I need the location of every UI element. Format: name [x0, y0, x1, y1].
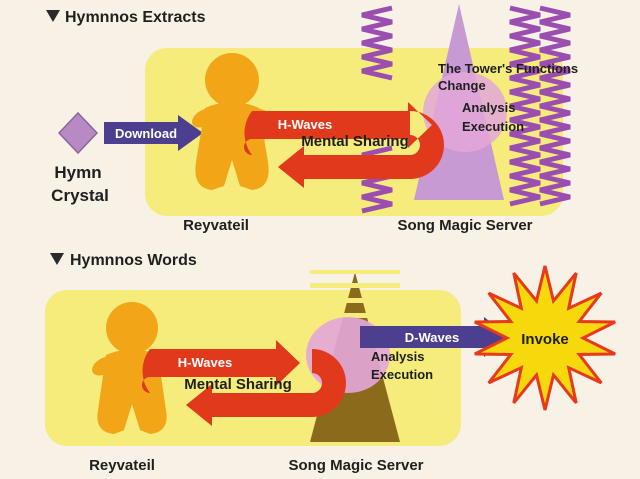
analysis-orb — [423, 72, 507, 152]
words-title: Hymnnos Words — [70, 252, 197, 269]
zigzag-right — [509, 5, 571, 207]
extracts-mental-sharing-label: Mental Sharing — [301, 133, 409, 150]
triangle-down-icon — [46, 10, 60, 22]
extracts-analysis-label: Analysis — [462, 100, 515, 115]
d-waves-label: D-Waves — [405, 330, 459, 345]
crystal-label-line1: Hymn — [54, 163, 101, 182]
words-h-waves-label: H-Waves — [178, 355, 232, 370]
words-section: Hymnnos Words Reyvateil H-Waves Mental S… — [45, 252, 616, 474]
diamond-icon — [57, 111, 99, 155]
d-waves-arrow[interactable] — [360, 317, 510, 357]
words-analysis-label: Analysis — [371, 349, 424, 364]
tower-change-line2: Change — [438, 78, 486, 93]
invoke-label: Invoke — [521, 331, 569, 348]
triangle-down-icon — [50, 253, 64, 265]
h-waves-loop-arrow — [244, 102, 444, 188]
crystal-label-line2: Crystal — [51, 186, 109, 205]
extracts-server-label: Song Magic Server — [397, 217, 532, 234]
download-arrow[interactable] — [104, 115, 203, 151]
download-label: Download — [115, 126, 177, 141]
h-waves-loop-arrow — [142, 340, 346, 426]
extracts-h-waves-label: H-Waves — [278, 117, 332, 132]
reyvateil-label: Reyvateil — [89, 457, 155, 474]
reyvateil-label: Reyvateil — [183, 217, 249, 234]
words-mental-sharing-label: Mental Sharing — [184, 376, 292, 393]
extracts-section: Hymnnos Extracts Hymn Crystal Download — [46, 4, 578, 234]
words-execution-label: Execution — [371, 367, 433, 382]
tower-change-line1: The Tower's Functions — [438, 61, 578, 76]
words-server-label: Song Magic Server — [288, 457, 423, 474]
extracts-title: Hymnnos Extracts — [65, 9, 206, 26]
extracts-execution-label: Execution — [462, 119, 524, 134]
starburst-icon — [474, 265, 616, 411]
